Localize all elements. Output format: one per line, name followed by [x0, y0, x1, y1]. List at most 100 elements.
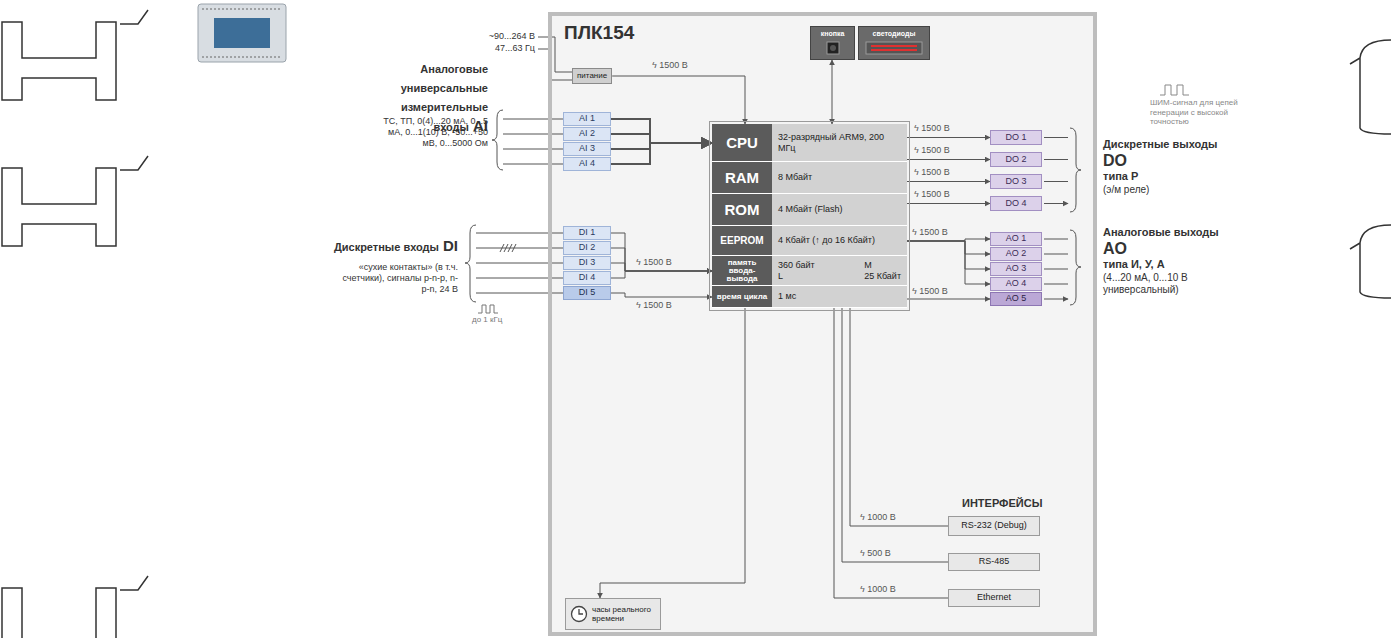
brace [465, 225, 476, 302]
discrete-input: DI 1 [563, 226, 611, 240]
row-value: 4 Мбайт (Flash) [778, 204, 901, 214]
box-label: AO 2 [1006, 249, 1027, 259]
discrete-output: DO 2 [990, 152, 1042, 167]
cpu-row: EEPROM4 Кбайт (↑ до 16 Кбайт) [712, 226, 907, 256]
di-wires [476, 233, 563, 293]
annotation: ϟ 1500 В [912, 227, 948, 238]
box-label: Ethernet [977, 593, 1011, 603]
box-label: RS-485 [979, 557, 1010, 567]
connector [907, 241, 990, 284]
annotation: ~90...264 В [440, 31, 535, 42]
interface-box: Ethernet [948, 589, 1040, 607]
box-label: DO 4 [1005, 199, 1026, 209]
annotation: (4...20 мА, 0...10 В универсальный) [1103, 272, 1243, 296]
row-label-cell: RAM [712, 162, 772, 193]
clock-hands [579, 609, 583, 614]
device-front [214, 18, 270, 48]
connector [907, 181, 990, 182]
housing-title: ПЛК154 [564, 22, 634, 44]
annotation: (э/м реле) [1103, 184, 1243, 196]
box-label: AI 3 [579, 144, 595, 154]
connector [611, 248, 712, 271]
label-group: Дискретные входыDI [330, 236, 458, 255]
connector [611, 134, 712, 143]
annotation: ШИМ-сигнал для цепей генерации с высокой… [1150, 98, 1265, 127]
connector [834, 308, 948, 598]
annotation: ТС, ТП, 0(4)...20 мА, 0...5 мА, 0...1(10… [378, 116, 488, 148]
row-label: EEPROM [720, 236, 763, 246]
box-label: DI 4 [579, 273, 596, 283]
annotation: до 1 кГц [472, 315, 522, 325]
row-value: 8 Мбайт [778, 172, 901, 182]
box-label: DO 3 [1005, 177, 1026, 187]
connector [600, 308, 745, 598]
led-panel [866, 42, 922, 54]
annotation: 47...63 Гц [440, 43, 535, 54]
box-label: часы реального времени [592, 605, 656, 623]
row-label: память ввода-вывода [714, 259, 770, 283]
box-label: AI 2 [579, 129, 595, 139]
box-label: RS-232 (Debug) [961, 521, 1027, 531]
box-label: DO 2 [1005, 155, 1026, 165]
connector [907, 203, 990, 204]
row-value: M [864, 260, 901, 270]
bus-hatch [500, 244, 516, 252]
annotation: ϟ 500 В [860, 548, 891, 559]
connector [832, 60, 833, 124]
annotation: типа Р [1103, 170, 1243, 183]
margin-mark [120, 10, 148, 24]
row-value: L [778, 271, 858, 281]
row-value-cell: 1 мс [772, 286, 907, 307]
cpu-row: время цикла 1 мс [712, 286, 907, 308]
box-label: AO 4 [1006, 279, 1027, 289]
do-outputs [1044, 138, 1068, 204]
row-label: ROM [725, 202, 760, 217]
led-icon [865, 41, 923, 55]
annotation: ϟ 1500 В [914, 189, 950, 200]
scan-margin-marks [2, 10, 1391, 638]
clock-face [572, 607, 587, 622]
row-label: время цикла [717, 293, 767, 301]
margin-mark [120, 576, 148, 590]
row-label-cell: ROM [712, 194, 772, 225]
ai-wires [503, 119, 563, 164]
connector [850, 308, 948, 526]
brace [1070, 230, 1081, 305]
margin-mark [2, 588, 116, 638]
power-wire [538, 49, 572, 80]
row-label: RAM [725, 170, 759, 185]
discrete-output: DO 1 [990, 130, 1042, 145]
annotation: AO [1103, 239, 1243, 258]
connector [842, 308, 948, 562]
connector [611, 119, 712, 143]
analog-input: AI 2 [563, 127, 611, 141]
plc-housing: ПЛК154питаниекнопкасветодиодыAI 1AI 2AI … [548, 12, 1097, 636]
analog-input: AI 1 [563, 112, 611, 126]
discrete-output: DO 3 [990, 174, 1042, 189]
clock-icon [570, 605, 588, 623]
row-label-cell: EEPROM [712, 226, 772, 255]
cpu-row: ROM 4 Мбайт (Flash) [712, 194, 907, 226]
row-label-cell: память ввода-вывода [712, 256, 772, 285]
annotation: Аналоговые выходы [1103, 226, 1243, 239]
row-value: 1 мс [778, 291, 901, 301]
box-label: AI 4 [579, 159, 595, 169]
box-label: DI 5 [579, 288, 596, 298]
ao-outputs [1044, 239, 1068, 299]
button-icon [826, 41, 840, 55]
led-block: светодиоды [858, 26, 930, 60]
row-label-cell: CPU [712, 124, 772, 161]
connector [611, 143, 712, 164]
cpu-row: память ввода-вывода360 байтML25 Кбайт [712, 256, 907, 286]
analog-output: AO 3 [990, 262, 1042, 276]
device-body [198, 4, 286, 62]
annotation: ϟ 1500 В [914, 145, 950, 156]
connector [907, 137, 990, 138]
button-body [827, 42, 839, 54]
box-label: питание [577, 72, 607, 81]
annotation: ϟ 1500 В [636, 300, 672, 311]
annotation: типа И, У, А [1103, 258, 1243, 271]
annotation: DI [443, 237, 458, 254]
analog-input: AI 4 [563, 157, 611, 171]
pulse-symbol [478, 305, 498, 313]
